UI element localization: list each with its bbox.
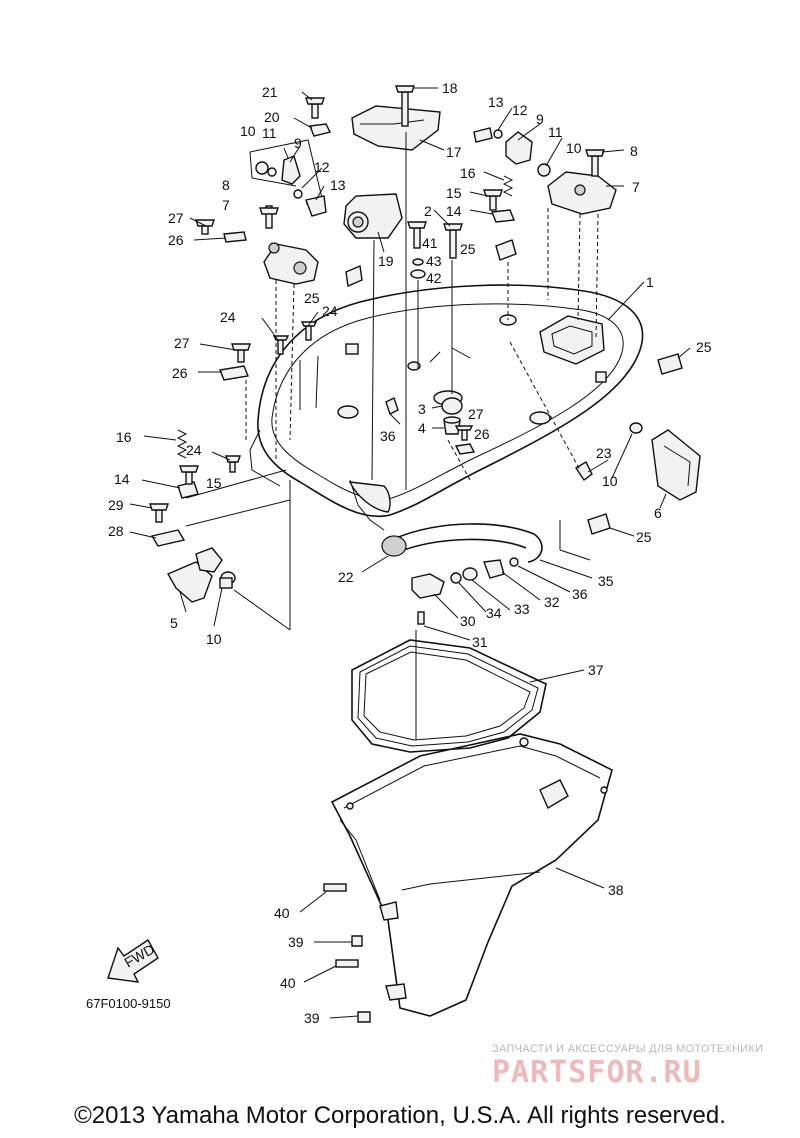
callout-40: 40 [274,905,290,921]
callout-6: 6 [654,505,662,521]
callout-26: 26 [168,232,184,248]
callout-9: 9 [294,135,302,151]
callout-25: 25 [460,241,476,257]
callout-24: 24 [322,303,338,319]
callout-24: 24 [186,442,202,458]
callout-9: 9 [536,111,544,127]
callout-1: 1 [646,274,654,290]
callout-5: 5 [170,615,178,631]
callout-10: 10 [240,123,256,139]
callout-28: 28 [108,523,124,539]
callout-22: 22 [338,569,354,585]
callout-11: 11 [262,125,277,141]
callout-14: 14 [446,203,462,219]
right-loose-parts [345,239,701,535]
callout-25: 25 [304,290,320,306]
callout-7: 7 [222,197,230,213]
callout-43: 43 [426,253,442,269]
callout-40: 40 [280,975,296,991]
callout-23: 23 [596,445,612,461]
callout-10: 10 [602,473,618,489]
callout-38: 38 [608,882,624,898]
callout-24: 24 [220,309,236,325]
callout-19: 19 [378,253,394,269]
callout-37: 37 [588,662,604,678]
callout-10: 10 [566,140,582,156]
callout-39: 39 [288,934,304,950]
callout-27: 27 [168,210,184,226]
left-lock-assembly [195,139,327,285]
callout-16: 16 [460,165,476,181]
callout-7: 7 [632,179,640,195]
callout-35: 35 [598,573,614,589]
callout-32: 32 [544,594,560,610]
callout-33: 33 [514,601,530,617]
watermark-subtitle: ЗАПЧАСТИ И АКСЕССУАРЫ ДЛЯ МОТОТЕХНИКИ [492,1043,764,1055]
callout-42: 42 [426,270,442,286]
copyright-footer: ©2013 Yamaha Motor Corporation, U.S.A. A… [74,1102,726,1129]
callout-27: 27 [174,335,190,351]
callout-36: 36 [380,428,396,444]
callout-12: 12 [512,102,528,118]
callout-16: 16 [116,429,132,445]
cowling-seal [351,639,547,753]
callout-12: 12 [314,159,330,175]
callout-39: 39 [304,1010,320,1026]
bottom-apron [323,733,613,1023]
callout-31: 31 [472,634,488,650]
right-lock-assembly [473,127,617,223]
callout-8: 8 [630,143,638,159]
fwd-arrow: FWD [107,938,159,983]
callout-29: 29 [108,497,124,513]
center-lever-assembly [305,85,441,490]
hose-assembly [381,523,543,625]
watermark-logo: PARTSFOR.RU [492,1055,702,1090]
callout-25: 25 [636,529,652,545]
callout-34: 34 [486,605,502,621]
callout-2: 2 [424,203,432,219]
callout-36: 36 [572,586,588,602]
callout-25: 25 [696,339,712,355]
callout-14: 14 [114,471,130,487]
callout-26: 26 [172,365,188,381]
callout-10: 10 [206,631,222,647]
callout-numbers: 21 20 10 11 9 12 13 8 27 7 26 18 17 19 1… [108,80,712,1026]
callout-3: 3 [418,401,426,417]
center-small-parts [385,221,476,455]
callout-21: 21 [262,84,278,100]
left-loose-parts [149,321,318,603]
callout-8: 8 [222,177,230,193]
callout-15: 15 [446,185,462,201]
callout-15: 15 [206,475,222,491]
leader-lines [129,87,691,1019]
diagram-code: 67F0100-9150 [86,996,171,1011]
callout-26: 26 [474,426,490,442]
callout-27: 27 [468,406,484,422]
callout-13: 13 [330,177,346,193]
callout-11: 11 [548,124,563,140]
callout-4: 4 [418,420,426,436]
callout-41: 41 [422,235,438,251]
callout-20: 20 [264,109,280,125]
callout-17: 17 [446,144,462,160]
callout-30: 30 [460,613,476,629]
callout-18: 18 [442,80,458,96]
callout-13: 13 [488,94,504,110]
